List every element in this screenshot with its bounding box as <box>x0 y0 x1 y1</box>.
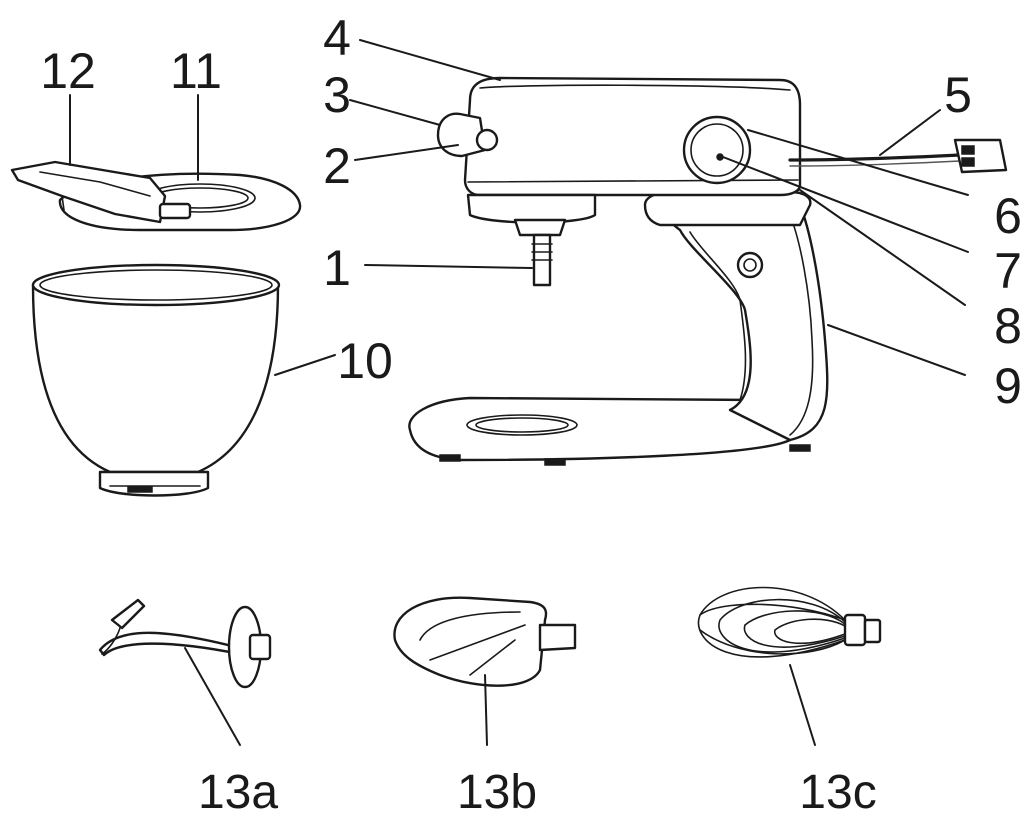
label-6: 6 <box>994 188 1022 244</box>
bowl-lock-tab <box>127 486 153 493</box>
whisk-collar <box>843 613 867 647</box>
whisk-wire-5 <box>699 603 846 621</box>
leader-5 <box>879 109 941 156</box>
arm-outer-edge <box>789 214 814 436</box>
label-7: 7 <box>994 243 1022 299</box>
plug-prong-2 <box>961 157 975 167</box>
head-top-edge <box>479 84 791 91</box>
bowl-rim <box>31 263 281 307</box>
leader-lines <box>69 39 969 746</box>
whisk-wire-3 <box>743 610 846 648</box>
leader-2 <box>354 144 459 161</box>
hook-shaft <box>248 633 272 661</box>
power-cord <box>788 138 1008 174</box>
foot-3 <box>789 444 811 452</box>
leader-13b <box>484 674 488 746</box>
callout-labels: 1 2 3 4 5 6 7 8 9 10 11 12 13a 13b 13c <box>40 10 1022 819</box>
chute-edge <box>61 195 65 211</box>
whisk-wire-2 <box>718 598 846 653</box>
label-11: 11 <box>170 43 222 99</box>
lid-hinge <box>158 202 192 220</box>
hook-blade <box>98 631 242 657</box>
chute-inner-line <box>39 171 151 197</box>
beater-shaft <box>538 623 577 652</box>
wire-whisk <box>697 586 882 658</box>
hook-curve <box>101 627 121 655</box>
shaft-spring <box>531 243 553 261</box>
drive-shaft-housing <box>513 218 567 237</box>
bowl-seat <box>466 414 578 436</box>
mixing-bowl <box>31 263 281 497</box>
leader-9 <box>827 324 966 376</box>
head-housing <box>463 76 802 197</box>
label-9: 9 <box>994 358 1022 414</box>
leader-13a <box>184 647 241 746</box>
plug-prong <box>961 145 975 155</box>
whisk-shaft <box>863 618 882 644</box>
cord-line-shadow <box>789 160 961 167</box>
leader-10 <box>274 354 336 376</box>
label-10: 10 <box>337 333 393 389</box>
whisk-wire-4 <box>774 618 846 645</box>
leader-8 <box>799 189 966 306</box>
label-13b: 13b <box>457 766 537 819</box>
leader-13c <box>789 664 816 746</box>
bowl-seat-inner <box>475 417 569 433</box>
pouring-chute <box>10 160 167 224</box>
label-13c: 13c <box>799 766 876 819</box>
plug-body <box>953 138 1008 174</box>
speed-control-knob <box>682 115 752 185</box>
label-5: 5 <box>944 67 972 123</box>
dough-hook <box>98 598 272 689</box>
speed-knob-ring <box>690 123 744 177</box>
mixer-base <box>408 188 829 466</box>
cord-line <box>788 153 962 162</box>
label-12: 12 <box>40 43 96 99</box>
head-underside <box>466 193 597 224</box>
beater-frame <box>393 596 548 687</box>
hook-tip <box>110 598 146 630</box>
leader-4 <box>359 39 501 81</box>
label-8: 8 <box>994 298 1022 354</box>
bowl-rim-inner <box>39 269 273 301</box>
leader-3 <box>349 99 441 126</box>
lid-assembly <box>10 160 302 232</box>
outlet-lock-knob <box>475 128 499 152</box>
tilt-pivot-inner <box>743 258 757 272</box>
leader-7 <box>722 156 969 253</box>
arm-inner-edge <box>689 231 747 401</box>
label-3: 3 <box>323 67 351 123</box>
foot-2 <box>544 458 566 466</box>
leader-6 <box>747 129 969 196</box>
label-4: 4 <box>323 10 351 66</box>
head-seam <box>467 179 799 183</box>
label-13a: 13a <box>198 766 278 819</box>
whisk-wire-6 <box>699 629 846 655</box>
label-2: 2 <box>323 138 351 194</box>
foot-1 <box>439 454 461 462</box>
bowl-body <box>31 283 280 474</box>
flat-beater <box>393 596 577 687</box>
beater-rib-2 <box>429 624 526 661</box>
beater-rib-3 <box>469 639 516 676</box>
label-1: 1 <box>323 240 351 296</box>
bowl-foot <box>98 470 210 497</box>
leader-1 <box>364 264 533 269</box>
beater-rib-1 <box>419 611 521 641</box>
tilt-pivot <box>736 251 764 279</box>
